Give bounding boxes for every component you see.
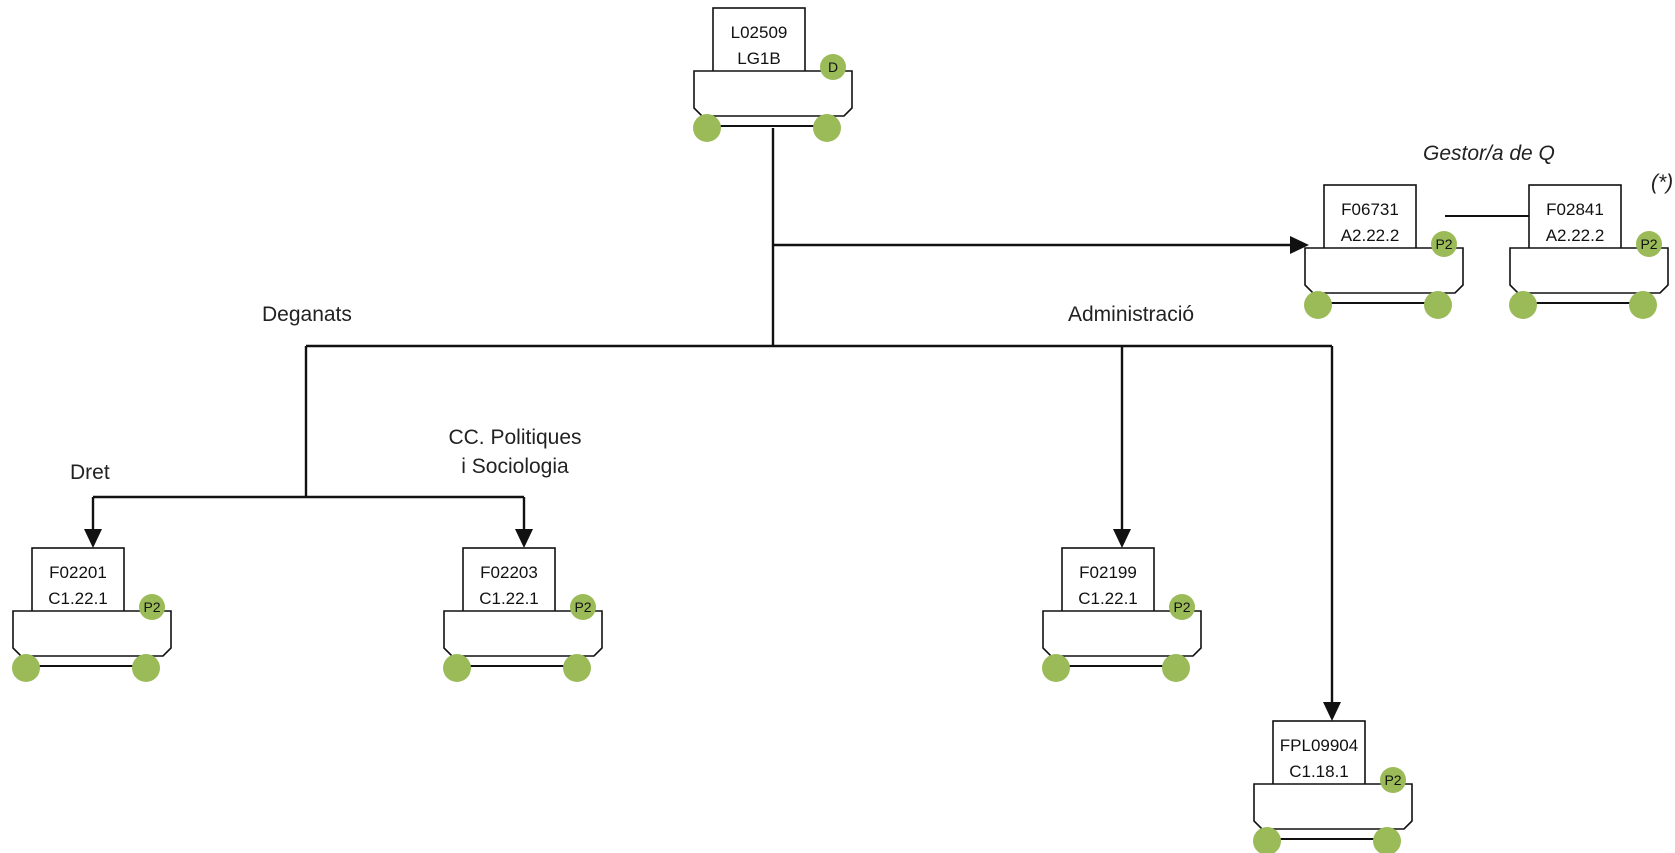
node-right-dot bbox=[1373, 827, 1401, 853]
label-dret: Dret bbox=[70, 461, 110, 484]
node-badge bbox=[1380, 767, 1406, 793]
node-code: F02199 bbox=[1079, 563, 1137, 582]
node-right-dot bbox=[1424, 291, 1452, 319]
label-administracio: Administració bbox=[1068, 303, 1194, 326]
node-f02841: F02841 A2.22.2 P2 bbox=[1509, 184, 1669, 319]
node-code: FPL09904 bbox=[1280, 736, 1358, 755]
node-scroll-base bbox=[693, 70, 853, 117]
node-f06731: F06731 A2.22.2 P2 bbox=[1304, 184, 1464, 319]
node-badge-text: D bbox=[828, 59, 838, 75]
label-ccpol-line2: i Sociologia bbox=[461, 455, 569, 478]
arrowhead-fpl09904 bbox=[1323, 702, 1341, 721]
node-card bbox=[712, 7, 806, 75]
node-left-dot bbox=[1042, 654, 1070, 682]
node-left-dot bbox=[1304, 291, 1332, 319]
node-left-dot bbox=[1253, 827, 1281, 853]
node-card bbox=[1272, 720, 1366, 788]
node-left-dot bbox=[1509, 291, 1537, 319]
arrowhead-ccpol bbox=[515, 529, 533, 548]
node-badge bbox=[1431, 231, 1457, 257]
node-right-dot bbox=[563, 654, 591, 682]
arrowhead-dret bbox=[84, 529, 102, 548]
node-code: F02203 bbox=[480, 563, 538, 582]
node-scroll-base bbox=[1042, 610, 1202, 657]
node-badge-text: P2 bbox=[1173, 599, 1190, 615]
node-badge bbox=[820, 54, 846, 80]
node-badge-text: P2 bbox=[1640, 236, 1657, 252]
node-level: LG1B bbox=[737, 49, 780, 68]
node-badge bbox=[1636, 231, 1662, 257]
node-left-dot bbox=[693, 114, 721, 142]
node-card bbox=[1061, 547, 1155, 615]
node-level: A2.22.2 bbox=[1341, 226, 1400, 245]
label-star-note: (*) bbox=[1651, 171, 1673, 194]
arrowhead-f02199 bbox=[1113, 529, 1131, 548]
node-card bbox=[1528, 184, 1622, 252]
node-code: F02201 bbox=[49, 563, 107, 582]
node-left-dot bbox=[443, 654, 471, 682]
node-scroll-base bbox=[1253, 783, 1413, 830]
node-badge-text: P2 bbox=[143, 599, 160, 615]
node-level: C1.18.1 bbox=[1289, 762, 1349, 781]
node-badge bbox=[139, 594, 165, 620]
node-left-dot bbox=[12, 654, 40, 682]
node-badge bbox=[570, 594, 596, 620]
node-code: F02841 bbox=[1546, 200, 1604, 219]
node-right-dot bbox=[132, 654, 160, 682]
node-f02199: F02199 C1.22.1 P2 bbox=[1042, 547, 1202, 682]
arrowhead-gestor bbox=[1290, 236, 1309, 254]
node-scroll-base bbox=[1304, 247, 1464, 294]
node-badge-text: P2 bbox=[574, 599, 591, 615]
node-scroll-base bbox=[443, 610, 603, 657]
node-root: L02509 LG1B D bbox=[693, 7, 853, 142]
node-level: C1.22.1 bbox=[48, 589, 108, 608]
node-level: C1.22.1 bbox=[1078, 589, 1138, 608]
label-gestor: Gestor/a de Q bbox=[1423, 142, 1555, 165]
node-f02203: F02203 C1.22.1 P2 bbox=[443, 547, 603, 682]
node-badge-text: P2 bbox=[1435, 236, 1452, 252]
node-code: L02509 bbox=[731, 23, 788, 42]
node-right-dot bbox=[1162, 654, 1190, 682]
node-scroll-base bbox=[12, 610, 172, 657]
node-level: C1.22.1 bbox=[479, 589, 539, 608]
node-code: F06731 bbox=[1341, 200, 1399, 219]
node-f02201: F02201 C1.22.1 P2 bbox=[12, 547, 172, 682]
node-right-dot bbox=[813, 114, 841, 142]
label-deganats: Deganats bbox=[262, 303, 352, 326]
node-card bbox=[31, 547, 125, 615]
label-ccpol-line1: CC. Politiques bbox=[448, 426, 581, 449]
node-fpl09904: FPL09904 C1.18.1 P2 bbox=[1253, 720, 1413, 853]
node-right-dot bbox=[1629, 291, 1657, 319]
node-badge bbox=[1169, 594, 1195, 620]
connectors bbox=[84, 128, 1531, 721]
node-badge-text: P2 bbox=[1384, 772, 1401, 788]
node-scroll-base bbox=[1509, 247, 1669, 294]
node-card bbox=[462, 547, 556, 615]
node-level: A2.22.2 bbox=[1546, 226, 1605, 245]
